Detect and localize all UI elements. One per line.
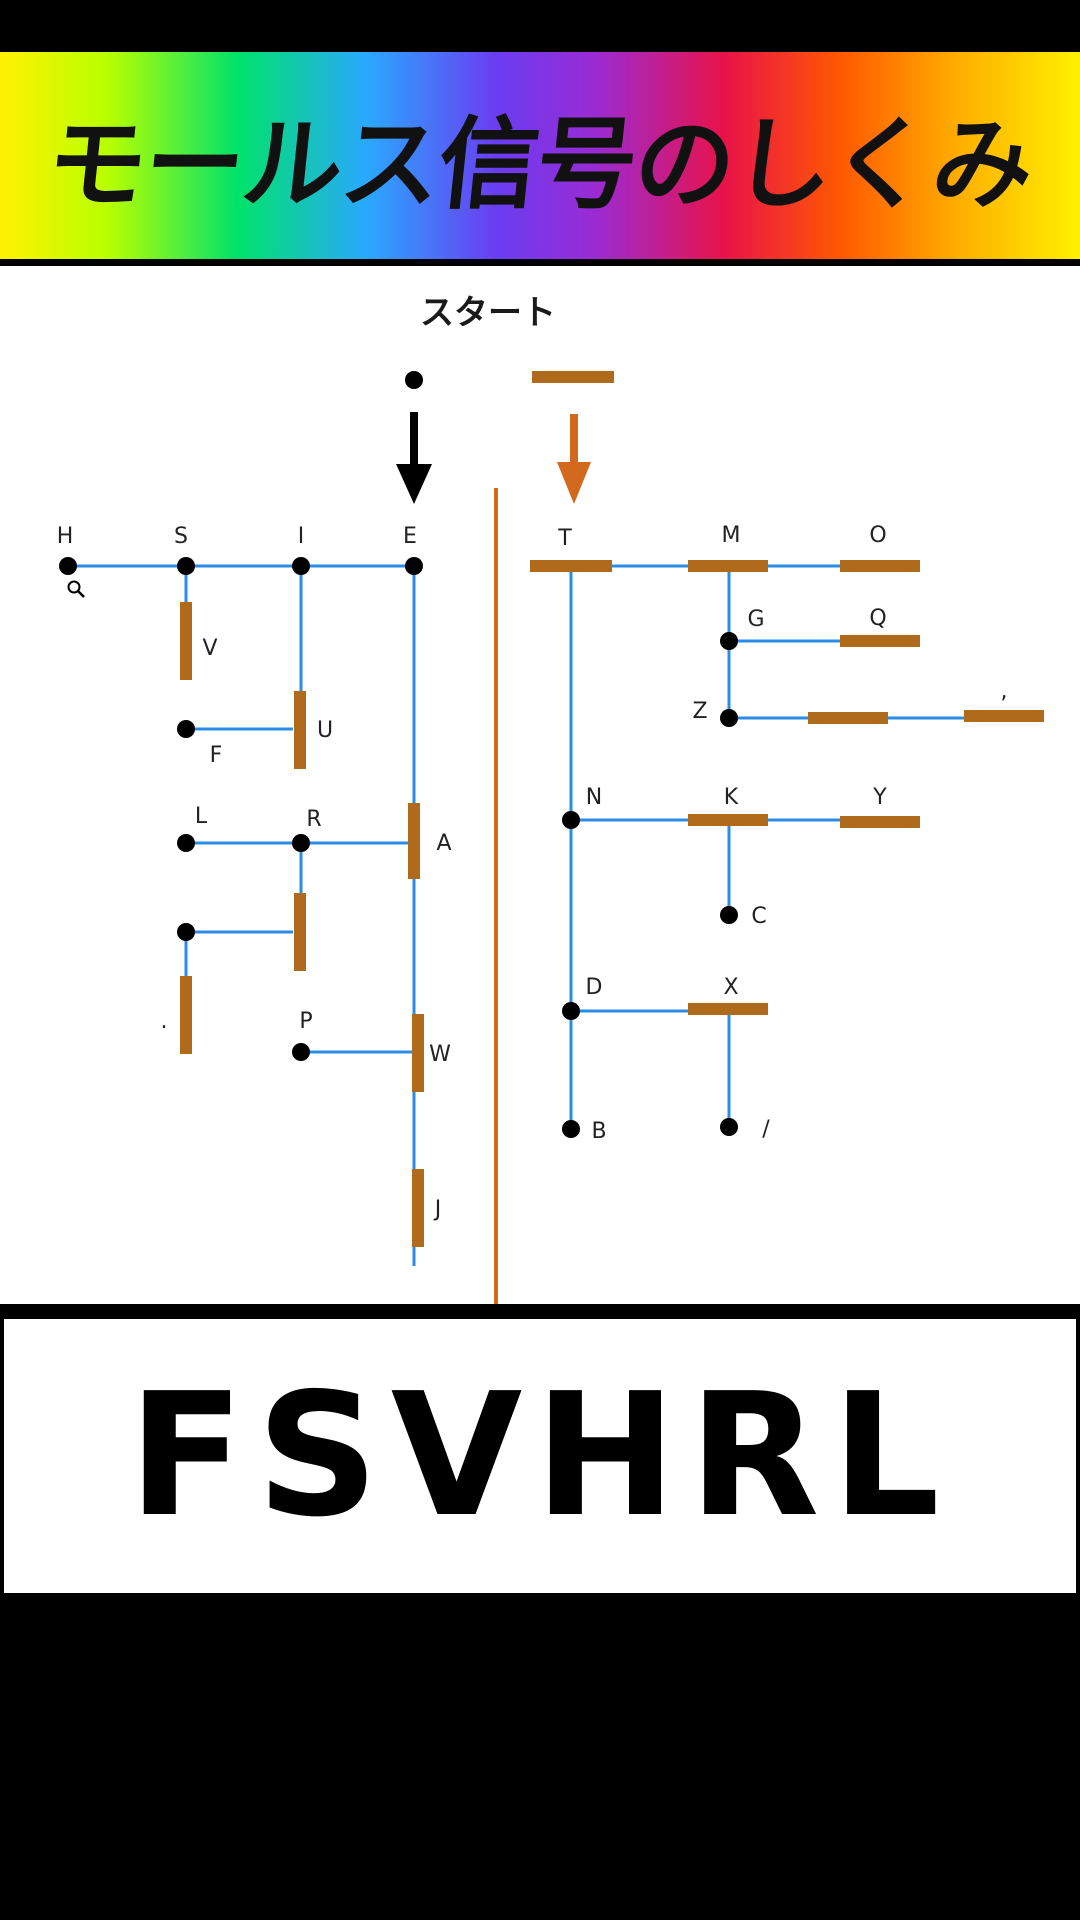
label-h: H <box>57 524 74 549</box>
label-k: K <box>724 785 739 810</box>
dash-q <box>840 635 920 647</box>
label-i: I <box>298 524 305 549</box>
answer-text: FSVHRL <box>128 1357 952 1555</box>
down-arrow-shaft <box>410 412 418 470</box>
dash-t <box>530 560 612 572</box>
dash-w <box>412 1014 424 1092</box>
letter-labels: H S I E V U F L R A. P W J T M O G Q Z, N K Y C D X B / <box>57 523 1008 1222</box>
dash-comma <box>964 710 1044 722</box>
label-z: Z <box>692 699 707 724</box>
dash-arrow-head-icon <box>557 462 591 504</box>
label-e: E <box>403 524 417 549</box>
dash-arrow-shaft <box>570 414 578 466</box>
dash-o <box>840 560 920 572</box>
magnifier-icon <box>67 580 81 594</box>
dash-v <box>180 602 192 680</box>
dash-j <box>412 1169 424 1247</box>
label-o: O <box>869 523 886 548</box>
morse-tree-diagram: スタート H S I E V U F L R A. P W J T M O G Q Z, N K Y C D X B / <box>0 266 1080 1304</box>
label-l: L <box>195 804 208 829</box>
dot-r <box>292 834 310 852</box>
label-d: D <box>586 975 603 1000</box>
page-title: モールス信号のしくみ <box>40 106 1038 223</box>
magnifier-handle <box>77 590 85 598</box>
dot-s <box>177 557 195 575</box>
label-j: J <box>433 1197 442 1222</box>
dash-y <box>840 816 920 828</box>
down-arrow-head-icon <box>396 464 432 504</box>
label-s: S <box>174 524 188 549</box>
label-b: B <box>591 1119 606 1144</box>
label-comma: , <box>1001 679 1008 704</box>
dot-g <box>720 632 738 650</box>
dot-e <box>405 557 423 575</box>
dot-b <box>562 1120 580 1138</box>
answer-box: FSVHRL <box>4 1319 1076 1593</box>
label-slash: / <box>762 1117 770 1142</box>
label-f: F <box>210 743 223 768</box>
dot-n <box>562 811 580 829</box>
dot-marks <box>59 371 738 1138</box>
label-c: C <box>751 904 766 929</box>
label-n: N <box>586 785 602 810</box>
label-y: Y <box>872 785 887 810</box>
dash-m <box>688 560 768 572</box>
dot-l <box>177 834 195 852</box>
start-label: スタート <box>420 293 556 333</box>
label-period: . <box>161 1009 168 1034</box>
start-dash-icon <box>532 371 614 383</box>
dash-r-branch <box>294 893 306 971</box>
label-v: V <box>202 636 217 661</box>
label-w: W <box>429 1042 451 1067</box>
tree-lines <box>68 412 1040 1304</box>
dash-z <box>808 712 888 724</box>
dash-a <box>408 803 420 879</box>
label-x: X <box>723 975 738 1000</box>
dot-f <box>177 720 195 738</box>
label-p: P <box>299 1009 312 1034</box>
dash-marks <box>180 371 1044 1247</box>
dot-h <box>59 557 77 575</box>
dot-i <box>292 557 310 575</box>
dot-period-branch <box>177 923 195 941</box>
label-r: R <box>306 807 321 832</box>
dot-d <box>562 1002 580 1020</box>
label-q: Q <box>869 606 886 631</box>
dash-x <box>688 1003 768 1015</box>
start-dot-icon <box>405 371 423 389</box>
dot-z <box>720 709 738 727</box>
title-banner: モールス信号のしくみ <box>0 52 1080 259</box>
dot-p <box>292 1043 310 1061</box>
dash-period <box>180 976 192 1054</box>
dot-slash <box>720 1118 738 1136</box>
label-t: T <box>557 526 572 551</box>
dash-k <box>688 814 768 826</box>
morse-tree-svg: スタート H S I E V U F L R A. P W J T M O G Q Z, N K Y C D X B / <box>57 293 1044 1304</box>
dot-c <box>720 906 738 924</box>
label-g: G <box>747 607 764 632</box>
dash-u <box>294 691 306 769</box>
label-a: A <box>436 831 451 856</box>
label-m: M <box>722 523 741 548</box>
label-u: U <box>317 718 333 743</box>
